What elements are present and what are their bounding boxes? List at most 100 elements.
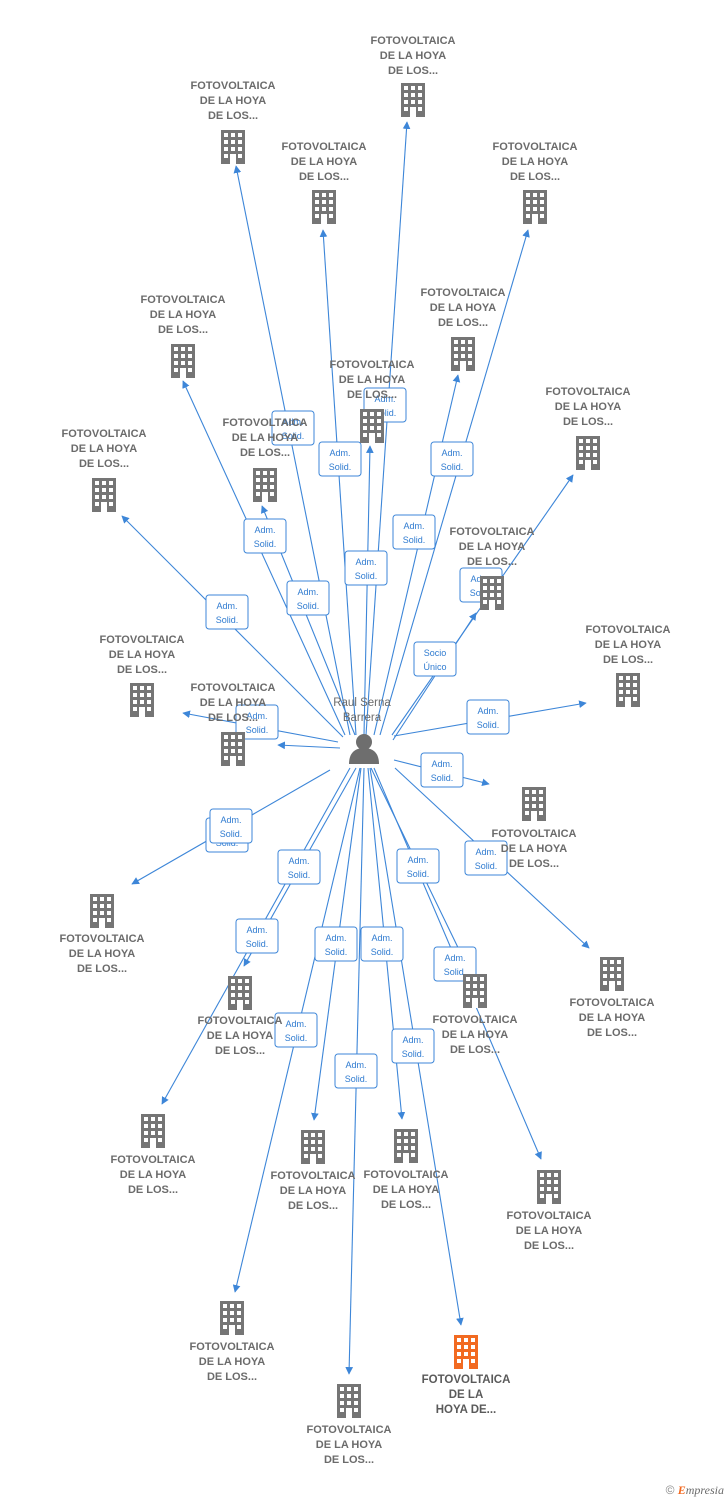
edge-label-n13[interactable]: Adm.Solid. bbox=[235, 704, 279, 740]
company-name-line3: DE LOS... bbox=[324, 1454, 374, 1466]
edge-label-line2: Solid. bbox=[441, 462, 464, 472]
edge-label-n9[interactable]: Adm. Solid. bbox=[205, 594, 249, 630]
edge-label-line1: Adm. bbox=[246, 925, 267, 935]
edge-label-line2: Solid. bbox=[325, 947, 348, 957]
company-name-line2: DE LA HOYA bbox=[555, 401, 621, 413]
edge-label-line2: Solid. bbox=[402, 1049, 425, 1059]
edge-label-n21[interactable]: Adm. Solid. bbox=[314, 926, 358, 962]
edge-label-line1: Adm. bbox=[288, 856, 309, 866]
edge-label-line1: Adm. bbox=[216, 601, 237, 611]
edge-label-box bbox=[318, 441, 362, 477]
edge-label-n16[interactable]: Adm.Solid. bbox=[209, 808, 253, 844]
edge-label-line2: Solid. bbox=[345, 1074, 368, 1084]
edge-label-n14[interactable]: Adm.Solid. bbox=[466, 699, 510, 735]
edge-label-n17[interactable]: Adm.Solid. bbox=[464, 840, 508, 876]
edge-label-n24[interactable]: Adm.Solid. bbox=[274, 1012, 318, 1048]
edge-label-line2: Solid. bbox=[216, 615, 239, 625]
company-name-line2: DE LA HOYA bbox=[150, 309, 216, 321]
building-icon bbox=[451, 337, 475, 371]
edge-label-n20[interactable]: Adm.Solid. bbox=[235, 918, 279, 954]
edge-label-n15[interactable]: Adm.Solid. bbox=[420, 752, 464, 788]
edge-label-n27[interactable]: Adm.Solid. bbox=[391, 1028, 435, 1064]
person-name-line2: Barrera bbox=[343, 712, 382, 724]
edge-label-line1: Adm. bbox=[374, 394, 395, 404]
edge-label-box bbox=[274, 1012, 318, 1048]
building-icon bbox=[600, 957, 624, 991]
company-name-line2: DE LA HOYA bbox=[71, 443, 137, 455]
company-name-line3: DE LOS... bbox=[128, 1184, 178, 1196]
company-name-line3: DE LOS... bbox=[438, 317, 488, 329]
center-person-node[interactable]: Raul Serna Barrera bbox=[333, 697, 391, 764]
building-icon bbox=[616, 673, 640, 707]
edge-label-line1: Adm. bbox=[325, 933, 346, 943]
company-name-line3: DE LOS... bbox=[79, 458, 129, 470]
edge-label-line1: Socio bbox=[424, 648, 447, 658]
copyright-symbol: © bbox=[665, 1483, 675, 1497]
company-name-line2: DE LA HOYA bbox=[200, 95, 266, 107]
building-icon bbox=[253, 468, 277, 502]
building-icon bbox=[522, 787, 546, 821]
company-name-line2: DE LA HOYA bbox=[109, 649, 175, 661]
company-name-line3: DE LOS... bbox=[347, 389, 397, 401]
edge-label-n2[interactable]: Adm.Solid. bbox=[271, 410, 315, 446]
building-icon bbox=[171, 344, 195, 378]
edge-label-n4[interactable]: Adm.Solid. bbox=[392, 514, 436, 550]
edge-label-line2: Solid. bbox=[374, 408, 397, 418]
edge-label-n8[interactable]: Adm.Solid. bbox=[286, 580, 330, 616]
edge-label-n18[interactable]: Adm.Solid. bbox=[277, 849, 321, 885]
company-name-line1: FOTOVOLTAICA bbox=[100, 634, 185, 646]
edge-label-n6[interactable]: Adm.Solid. bbox=[430, 441, 474, 477]
building-icon bbox=[523, 190, 547, 224]
edge-label-n5[interactable]: Adm.Solid. bbox=[243, 518, 287, 554]
edge-label-line1: Adm. bbox=[475, 847, 496, 857]
company-name-line3: DE LOS... bbox=[587, 1027, 637, 1039]
building-icon bbox=[141, 1114, 165, 1148]
company-name-line1: FOTOVOLTAICA bbox=[198, 1015, 283, 1027]
edge-label-n3[interactable]: Adm.Solid. bbox=[318, 441, 362, 477]
edge-label-n22[interactable]: Adm.Solid. bbox=[360, 926, 404, 962]
edge-label-n7[interactable]: Adm.Solid. bbox=[344, 550, 388, 586]
edge-label-n25[interactable]: Adm. Solid. bbox=[334, 1053, 378, 1089]
company-name-line1: FOTOVOLTAICA bbox=[492, 828, 577, 840]
company-name-line2: DE LA HOYA bbox=[339, 374, 405, 386]
company-name-line1: FOTOVOLTAICA bbox=[493, 141, 578, 153]
company-name-line2: DE LA HOYA bbox=[200, 697, 266, 709]
edge-label-box bbox=[344, 550, 388, 586]
company-name-line3: DE LOS... bbox=[510, 171, 560, 183]
building-icon bbox=[360, 409, 384, 443]
edge-label-box bbox=[420, 752, 464, 788]
edge-label-n19[interactable]: Adm.Solid. bbox=[396, 848, 440, 884]
building-icon bbox=[480, 576, 504, 610]
edge-label-line2: Solid. bbox=[407, 869, 430, 879]
edge-label-n23[interactable]: Adm.Solid. bbox=[433, 946, 477, 982]
edge-label-line1: Adm. bbox=[345, 1060, 366, 1070]
company-name-line1: FOTOVOLTAICA bbox=[450, 526, 535, 538]
